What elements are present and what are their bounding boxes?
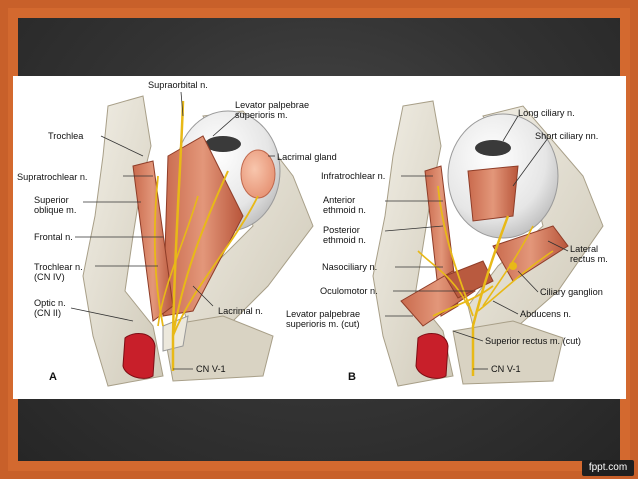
label-nasociliary-nerve: Nasociliary n. (322, 262, 378, 272)
label-abducens-nerve: Abducens n. (520, 309, 572, 319)
label-short-ciliary-nerves: Short ciliary nn. (535, 131, 599, 141)
label-lacrimal-gland: Lacrimal gland (277, 152, 337, 162)
panel-a-drawing (70, 91, 314, 387)
panel-b-letter: B (348, 371, 356, 383)
label-infratrochlear-nerve: Infratrochlear n. (321, 171, 386, 181)
label-supratrochlear-nerve: Supratrochlear n. (17, 172, 88, 182)
label-levator-cut: Levator palpebrae superioris m. (cut) (286, 309, 361, 329)
panel-b-drawing (372, 100, 604, 387)
label-long-ciliary-nerve: Long ciliary n. (518, 108, 575, 118)
brand-watermark: fppt.com (582, 460, 634, 476)
label-levator-palpebrae: Levator palpebrae superioris m. (235, 100, 310, 120)
panel-a-letter: A (49, 371, 57, 383)
label-anterior-ethmoid-nerve: Anterior ethmoid n. (323, 195, 366, 215)
label-cn-v1-a: CN V-1 (196, 364, 226, 374)
label-frontal-nerve: Frontal n. (34, 232, 73, 242)
label-superior-rectus-cut: Superior rectus m. (cut) (485, 336, 581, 346)
label-supraorbital-nerve: Supraorbital n. (148, 80, 208, 90)
label-posterior-ethmoid-nerve: Posterior ethmoid n. (323, 225, 366, 245)
label-oculomotor-nerve: Oculomotor n. (320, 286, 378, 296)
orbit-illustration (70, 91, 604, 387)
label-lacrimal-nerve: Lacrimal n. (218, 306, 263, 316)
label-ciliary-ganglion: Ciliary ganglion (540, 287, 603, 297)
label-lateral-rectus: Lateral rectus m. (570, 244, 608, 264)
label-optic-nerve: Optic n. (CN II) (34, 298, 66, 318)
label-superior-oblique: Superior oblique m. (34, 195, 77, 215)
anatomy-figure: A Supraorbital n. Levator palpebrae supe… (13, 76, 626, 399)
label-trochlear-nerve: Trochlear n. (CN IV) (34, 262, 83, 282)
label-trochlea: Trochlea (48, 131, 84, 141)
label-cn-v1-b: CN V-1 (491, 364, 521, 374)
